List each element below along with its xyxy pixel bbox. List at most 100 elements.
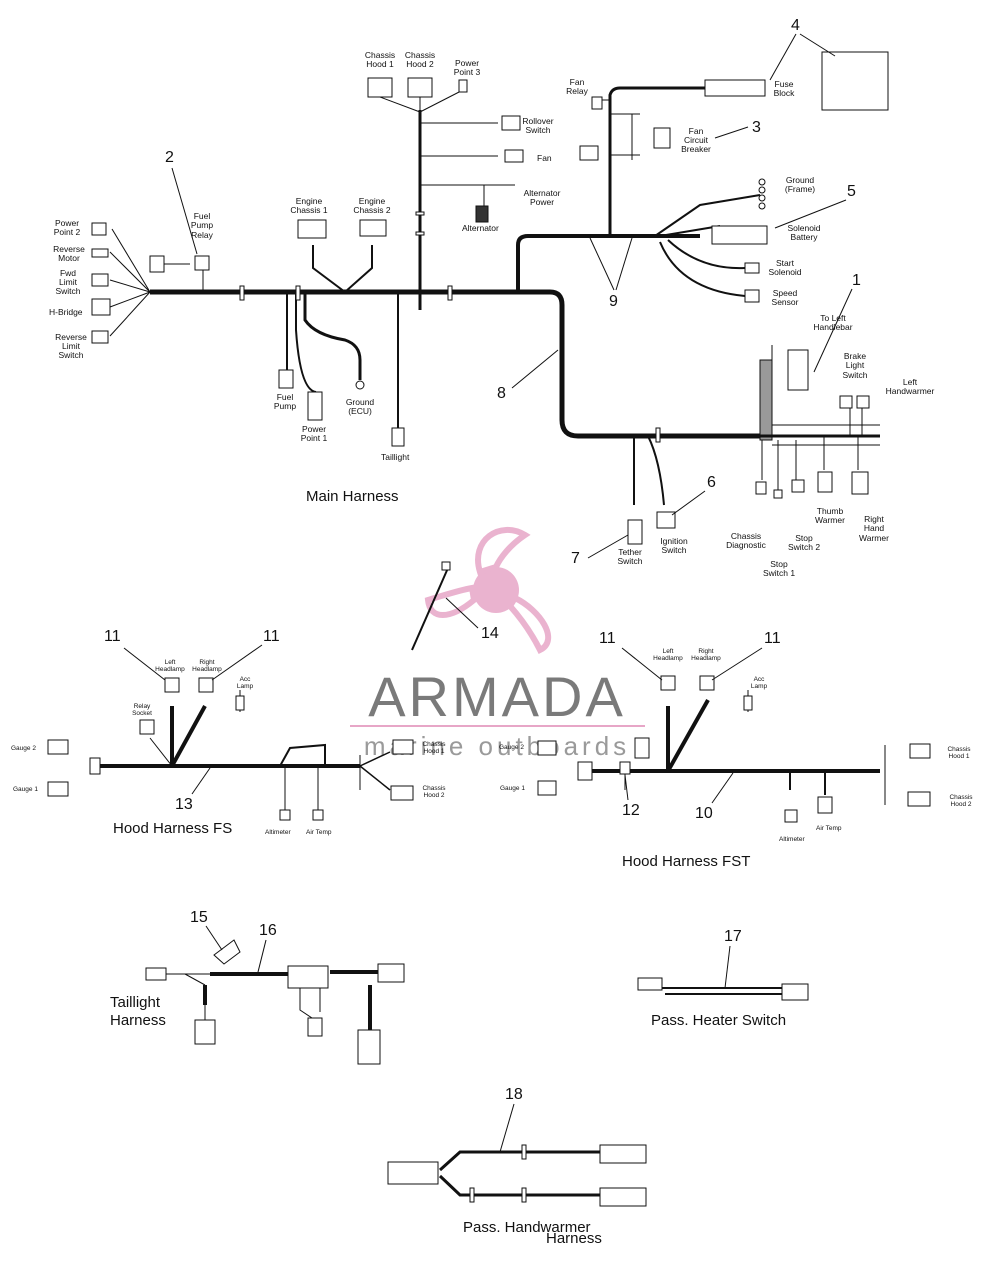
heater-harness-connector <box>781 983 809 1001</box>
callout-14: 14 <box>481 625 499 642</box>
fs-callout-11-right: 11 <box>263 628 280 645</box>
label-power-point-1-l1: Power <box>302 424 326 434</box>
taillight-harness-title-l1: Taillight <box>110 994 161 1011</box>
label-alternator-power-l2: Power <box>530 197 554 207</box>
label-engine-chassis-2-l1: Engine <box>359 196 386 206</box>
label-engine-chassis-1-l1: Engine <box>296 196 323 206</box>
handwarmer-title-l2: Harness <box>546 1230 602 1247</box>
bracket-15 <box>213 939 241 965</box>
taillight-harness-title-l2: Harness <box>110 1012 166 1029</box>
fs-label-gauge-1: Gauge 1 <box>13 786 38 793</box>
label-stop-switch-2-l1: Stop <box>795 533 813 543</box>
label-power-point-1-l2: Point 1 <box>301 433 328 443</box>
label-fuel-pump-l2: Pump <box>274 401 296 411</box>
fuse-block <box>821 51 889 111</box>
tether-switch-connector <box>627 519 643 545</box>
fst-label-acc-lamp-l2: Lamp <box>751 683 768 690</box>
fs-label-altimeter: Altimeter <box>265 829 291 836</box>
fs-label-right-headlamp-l2: Headlamp <box>192 666 222 673</box>
callout-7: 7 <box>571 550 580 567</box>
label-chassis-diagnostic-l2: Diagnostic <box>726 540 766 550</box>
label-alternator: Alternator <box>462 223 499 233</box>
engine-chassis-1-connector <box>297 219 327 239</box>
stop-switch-2-connector <box>791 479 805 493</box>
label-left-handwarmer-l1: Left <box>903 377 918 387</box>
fst-label-left-headlamp-l2: Headlamp <box>653 655 683 662</box>
label-ground-ecu-l2: (ECU) <box>348 406 372 416</box>
label-to-left-handlebar-l2: Handlebar <box>813 322 852 332</box>
callout-5: 5 <box>847 183 856 200</box>
label-reverse-motor-l2: Motor <box>58 253 80 263</box>
fs-main-connector <box>89 757 101 775</box>
fst-callout-12: 12 <box>622 802 640 819</box>
label-fuse-block-l2: Block <box>774 88 796 98</box>
label-stop-switch-2-l2: Switch 2 <box>788 542 820 552</box>
label-chassis-hood-1-l1: Chassis <box>365 50 395 60</box>
start-solenoid-connector <box>744 262 760 274</box>
fs-label-acc-lamp-l1: Acc <box>240 676 252 683</box>
callout-3: 3 <box>752 119 761 136</box>
chassis-hood-1-connector <box>367 77 393 98</box>
power-point-3-connector <box>458 79 468 93</box>
fst-gauge-1-connector <box>537 780 557 796</box>
fst-label-right-headlamp-l1: Right <box>698 648 713 655</box>
fs-gauge-2-connector <box>47 739 69 755</box>
fs-label-left-headlamp-l2: Headlamp <box>155 666 185 673</box>
fst-label-right-headlamp-l2: Headlamp <box>691 655 721 662</box>
speed-sensor-connector <box>744 289 760 303</box>
label-fuel-pump-relay-l3: Relay <box>191 230 213 240</box>
callout-8: 8 <box>497 385 506 402</box>
fst-left-headlamp-connector <box>660 675 676 691</box>
main-harness-title: Main Harness <box>306 488 399 505</box>
cable-tie: 14 <box>411 561 499 651</box>
callout-9: 9 <box>609 293 618 310</box>
label-fan-cb-l1: Fan <box>689 126 704 136</box>
fst-altimeter-connector <box>784 809 798 823</box>
label-fuel-pump-relay-l2: Pump <box>191 220 213 230</box>
fs-label-relay-socket-l1: Relay <box>134 703 151 710</box>
fs-acc-lamp-connector <box>235 695 245 711</box>
fst-label-air-temp: Air Temp <box>816 825 842 832</box>
label-alternator-power-l1: Alternator <box>524 188 561 198</box>
rollover-switch-connector <box>501 115 521 131</box>
handwarmer-title-l1: Pass. Handwarmer <box>463 1219 591 1236</box>
fst-connector-12 <box>619 761 631 775</box>
fst-label-left-headlamp-l1: Left <box>663 648 674 655</box>
fs-altimeter-connector <box>279 809 291 821</box>
fs-callout-11-left: 11 <box>104 628 121 645</box>
brake-light-switch-connector <box>839 395 853 409</box>
label-to-left-handlebar-l1: To Left <box>820 313 846 323</box>
label-fan-relay-l2: Relay <box>566 86 588 96</box>
fst-right-headlamp-connector <box>699 675 715 691</box>
label-fwd-limit-l2: Limit <box>59 277 78 287</box>
label-taillight: Taillight <box>381 452 410 462</box>
fst-label-chassis-hood-2-l2: Hood 2 <box>951 801 972 808</box>
svg-text:Ground(ECU): Ground(ECU) <box>346 397 375 416</box>
label-chassis-hood-1-l2: Hood 1 <box>366 59 394 69</box>
label-stop-switch-1-l2: Switch 1 <box>763 568 795 578</box>
power-point-1-connector <box>307 391 323 421</box>
label-rollover-l1: Rollover <box>522 116 553 126</box>
fst-label-altimeter: Altimeter <box>779 836 805 843</box>
taillight-connector <box>391 427 405 447</box>
